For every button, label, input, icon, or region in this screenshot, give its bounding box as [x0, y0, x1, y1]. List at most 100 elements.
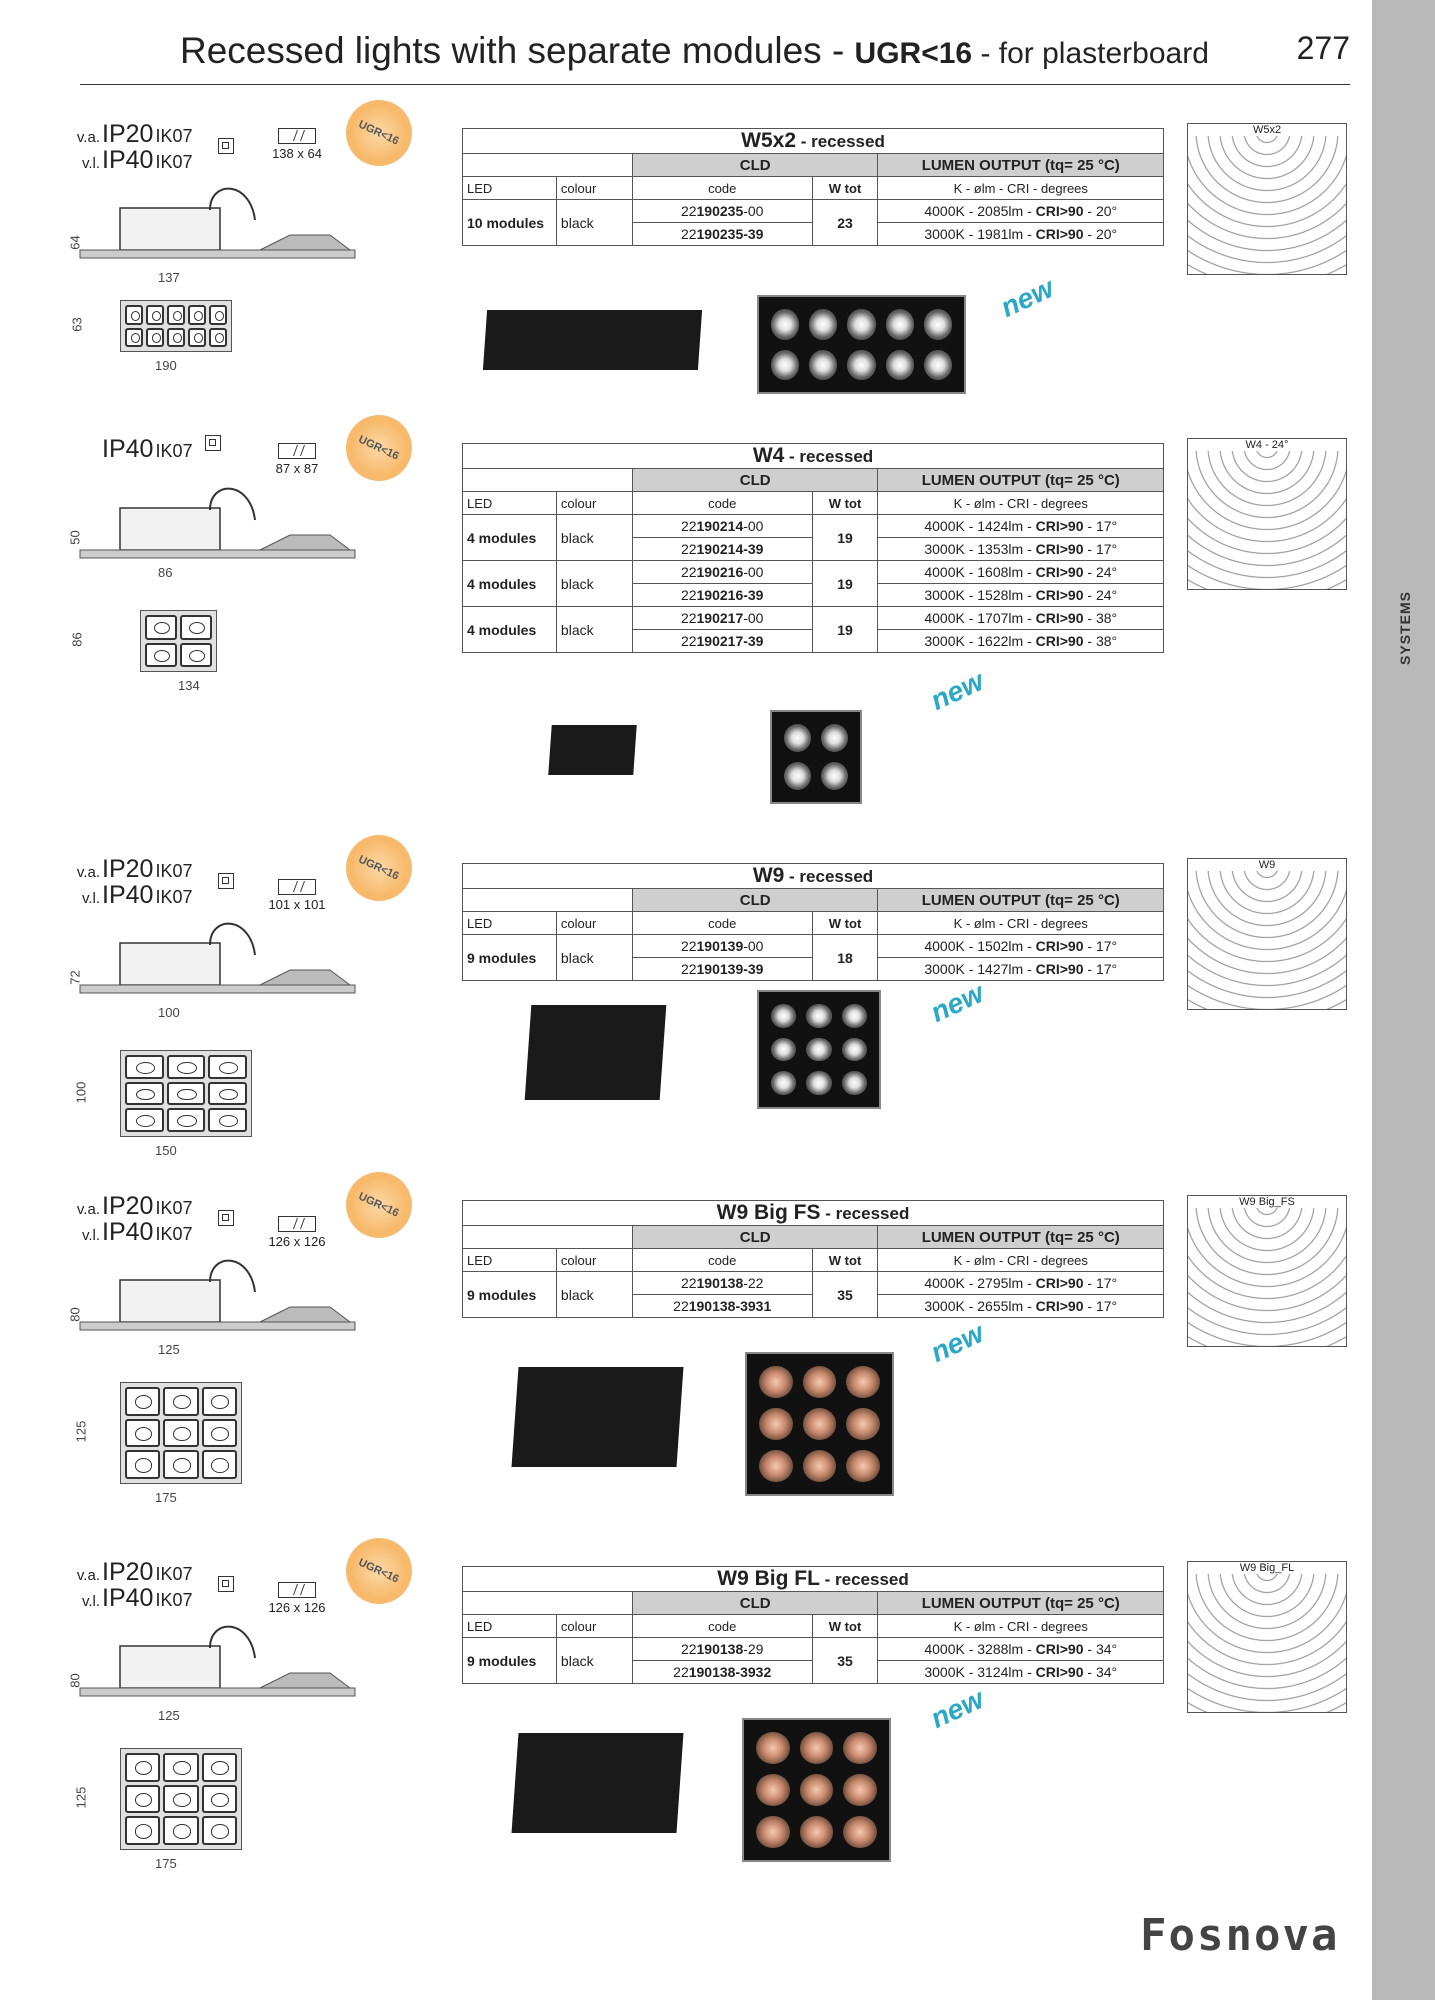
side-section-drawing: [79, 922, 356, 994]
led-dot: [841, 1071, 867, 1095]
lumen-value: 4000K - 2085lm -: [924, 203, 1036, 219]
top-view-drawing: [120, 300, 232, 352]
product-photo-angled: [548, 725, 637, 775]
top-width-dim: 150: [155, 1143, 177, 1158]
cri-value: CRI>90: [1035, 518, 1084, 534]
product-name: W9 Big FL: [717, 1567, 820, 1590]
lumen-value: 3000K - 1622lm -: [924, 633, 1036, 649]
lumen-value: 3000K - 1528lm -: [924, 587, 1036, 603]
cutout-icon: [278, 443, 316, 459]
cri-value: CRI>90: [1035, 1298, 1084, 1314]
module-cell: [146, 305, 164, 325]
recessed-label: - recessed: [819, 1570, 909, 1589]
code-main: 190214-39: [696, 541, 764, 557]
cri-value: CRI>90: [1035, 203, 1084, 219]
beam-angle: - 38°: [1083, 633, 1118, 649]
rating-prefix: v.l.: [81, 155, 100, 172]
colour-cell: black: [555, 199, 633, 246]
top-view-drawing: [120, 1050, 252, 1137]
code-main: 190138: [696, 1641, 744, 1657]
new-tag: new: [925, 664, 989, 717]
cri-value: CRI>90: [1035, 541, 1084, 557]
beam-angle: - 20°: [1083, 226, 1118, 242]
beam-angle: - 38°: [1083, 610, 1118, 626]
top-width-dim: 190: [155, 358, 177, 373]
led-dot: [784, 724, 811, 752]
module-cell: [145, 642, 177, 667]
led-dot: [799, 1816, 834, 1848]
beam-angle: - 20°: [1083, 203, 1118, 219]
ugr-badge: UGR<16: [346, 1172, 412, 1238]
ip-value: IP20: [102, 855, 154, 883]
new-tag: new: [925, 976, 989, 1029]
class-ii-icon: [218, 1576, 234, 1592]
cutout-size: 126 x 126: [262, 1582, 332, 1615]
top-view-drawing: [120, 1382, 242, 1484]
code-main: 190138: [696, 1275, 744, 1291]
top-view-drawing: [140, 610, 217, 672]
code-prefix: 22: [680, 226, 697, 242]
blank-cell: [462, 1591, 633, 1615]
class-ii-icon: [205, 435, 221, 451]
module-cell: [180, 615, 212, 640]
code-cell: 22190217-39: [631, 629, 813, 653]
ik-value: IK07: [155, 887, 193, 907]
module-cell: [125, 1418, 161, 1448]
led-dot: [846, 1366, 880, 1398]
sidebar: [1372, 0, 1435, 2000]
wtot-cell: 19: [811, 560, 879, 607]
product-photo-front: [757, 990, 881, 1109]
beam-angle: - 17°: [1083, 938, 1118, 954]
class-ii-icon: [218, 138, 234, 154]
module-cell: [163, 1450, 199, 1479]
colour-header: colour: [555, 1248, 633, 1272]
code-header: code: [631, 1614, 813, 1638]
cri-value: CRI>90: [1035, 610, 1084, 626]
cutout-label: 87 x 87: [275, 461, 319, 476]
code-main: 190139-39: [696, 961, 764, 977]
beam-angle: - 17°: [1083, 1275, 1118, 1291]
led-cell: 9 modules: [462, 1637, 557, 1684]
ugr-badge-label: UGR<16: [356, 1190, 402, 1220]
code-header: code: [631, 491, 813, 515]
code-cell: 22190138-3932: [631, 1660, 813, 1684]
table-title: W9 Big FS - recessed: [462, 1200, 1164, 1226]
product-photo-angled: [524, 1005, 667, 1100]
module-cell: [163, 1418, 199, 1448]
module-cell: [201, 1387, 237, 1416]
led-dot: [802, 1450, 837, 1482]
module-cell: [125, 305, 143, 325]
polar-diagram: W9 Big_FS: [1187, 1195, 1347, 1347]
code-cell: 22190138-29: [631, 1637, 813, 1661]
product-photo-angled: [511, 1367, 684, 1467]
module-cell: [201, 1816, 237, 1845]
side-height-dim: 50: [67, 530, 83, 545]
module-cell: [201, 1418, 237, 1448]
page-header: Recessed lights with separate modules - …: [80, 20, 1350, 85]
colour-header: colour: [555, 911, 633, 935]
code-suffix: -00: [743, 610, 764, 626]
ugr-badge-label: UGR<16: [356, 853, 402, 883]
code-cell: 22190139-00: [631, 934, 813, 958]
polar-diagram: W4 - 24°: [1187, 438, 1347, 590]
module-grid: [121, 1383, 241, 1483]
code-prefix: 22: [673, 1298, 689, 1314]
led-dot: [841, 1037, 867, 1062]
cutout-size: 101 x 101: [262, 879, 332, 912]
wtot-cell: 35: [811, 1271, 879, 1318]
led-dot: [847, 349, 876, 380]
code-header: code: [631, 176, 813, 200]
code-main: 190138-3932: [688, 1664, 772, 1680]
